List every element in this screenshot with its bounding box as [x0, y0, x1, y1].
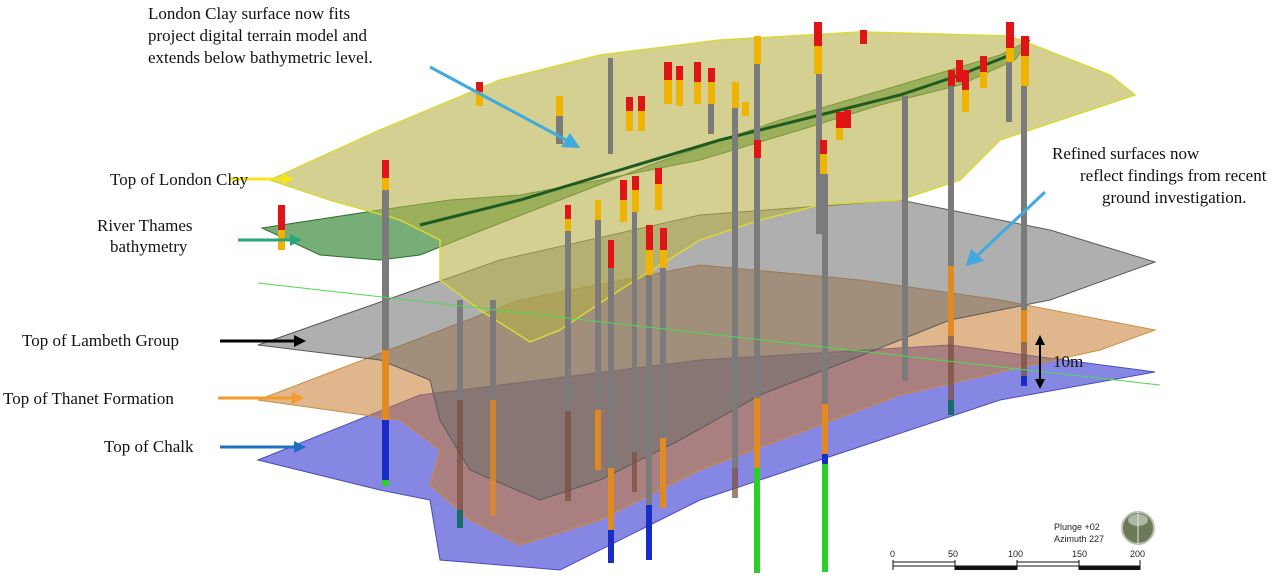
scale-tick-150: 150 — [1072, 549, 1087, 559]
scale-tick-0: 0 — [890, 549, 895, 559]
label-top-of-thanet-formation: Top of Thanet Formation — [3, 388, 174, 409]
orientation-globe-icon — [1122, 512, 1154, 544]
borehole — [638, 96, 645, 131]
refined-note: Refined surfaces now reflect findings fr… — [1052, 143, 1266, 209]
azimuth-readout: Azimuth 227 — [1054, 534, 1104, 545]
borehole — [646, 225, 653, 560]
borehole — [664, 62, 672, 104]
borehole — [620, 180, 627, 222]
borehole — [732, 82, 739, 498]
london-clay-note-line-2: project digital terrain model and — [148, 25, 373, 47]
bathymetry-label-line-1: River Thames — [97, 215, 193, 236]
borehole — [676, 66, 683, 106]
refined-note-line-2: reflect findings from recent — [1080, 165, 1266, 187]
plunge-readout: Plunge +02 — [1054, 522, 1100, 533]
borehole — [754, 36, 761, 144]
borehole — [278, 205, 285, 250]
borehole — [948, 70, 955, 415]
borehole — [457, 300, 463, 528]
borehole — [742, 102, 749, 116]
borehole — [595, 200, 601, 470]
borehole — [902, 96, 908, 381]
scale-tick-100: 100 — [1008, 549, 1023, 559]
borehole — [660, 228, 667, 508]
borehole — [754, 140, 761, 573]
refined-note-line-3: ground investigation. — [1102, 187, 1266, 209]
label-top-of-london-clay: Top of London Clay — [110, 169, 248, 190]
bathymetry-label-line-2: bathymetry — [110, 236, 193, 257]
london-clay-note-line-1: London Clay surface now fits — [148, 3, 373, 25]
borehole — [608, 240, 614, 563]
london-clay-note: London Clay surface now fits project dig… — [148, 3, 373, 69]
borehole — [694, 62, 701, 104]
borehole — [980, 56, 987, 88]
label-top-of-lambeth-group: Top of Lambeth Group — [22, 330, 179, 351]
borehole — [626, 97, 633, 131]
borehole — [655, 168, 662, 210]
scale-tick-50: 50 — [948, 549, 958, 559]
borehole — [608, 58, 613, 154]
label-river-thames-bathymetry: River Thames bathymetry — [97, 215, 193, 257]
scale-bar — [893, 560, 1140, 570]
label-top-of-chalk: Top of Chalk — [104, 436, 193, 457]
borehole — [382, 160, 389, 486]
refined-note-line-1: Refined surfaces now — [1052, 143, 1266, 165]
borehole — [708, 68, 715, 134]
borehole — [565, 205, 571, 501]
borehole — [860, 30, 867, 44]
ten-metre-label: 10m — [1053, 351, 1083, 372]
scale-tick-200: 200 — [1130, 549, 1145, 559]
borehole — [490, 300, 496, 515]
london-clay-note-line-3: extends below bathymetric level. — [148, 47, 373, 69]
